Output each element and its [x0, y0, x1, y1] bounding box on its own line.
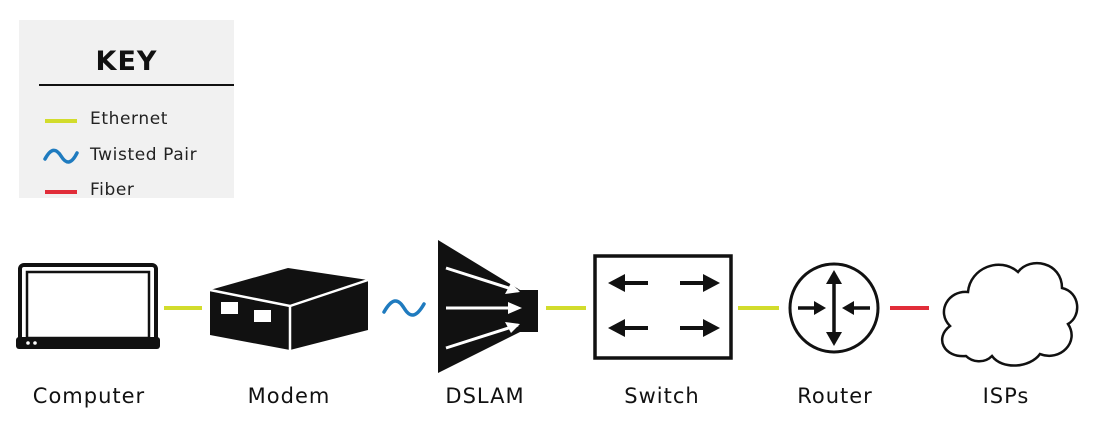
- key-item-label: Fiber: [90, 180, 135, 200]
- node-label-isps: ISPs: [982, 384, 1030, 408]
- router-icon: [788, 262, 880, 354]
- fiber-line-icon: [45, 190, 77, 194]
- key-item-fiber: Fiber: [43, 180, 233, 202]
- laptop-icon: [16, 263, 160, 349]
- key-item-ethernet: Ethernet: [43, 109, 233, 131]
- key-divider: [39, 84, 234, 86]
- network-diagram: [16, 240, 1079, 373]
- key-item-label: Ethernet: [90, 109, 169, 129]
- switch-icon: [593, 254, 733, 360]
- node-label-dslam: DSLAM: [445, 384, 525, 408]
- cloud-icon: [940, 262, 1079, 367]
- node-label-router: Router: [797, 384, 873, 408]
- key-legend: KEY Ethernet Twisted Pair Fiber: [19, 20, 234, 200]
- node-label-computer: Computer: [32, 384, 146, 408]
- link-modem-dslam: [382, 299, 426, 317]
- node-label-modem: Modem: [247, 384, 331, 408]
- node-label-switch: Switch: [624, 384, 700, 408]
- key-item-twisted-pair: Twisted Pair: [43, 145, 233, 167]
- key-title: KEY: [95, 46, 158, 77]
- twisted-pair-wave-icon: [43, 148, 79, 164]
- ethernet-line-icon: [45, 119, 77, 123]
- key-item-label: Twisted Pair: [90, 145, 198, 165]
- modem-icon: [209, 268, 369, 350]
- dslam-icon: [438, 240, 538, 373]
